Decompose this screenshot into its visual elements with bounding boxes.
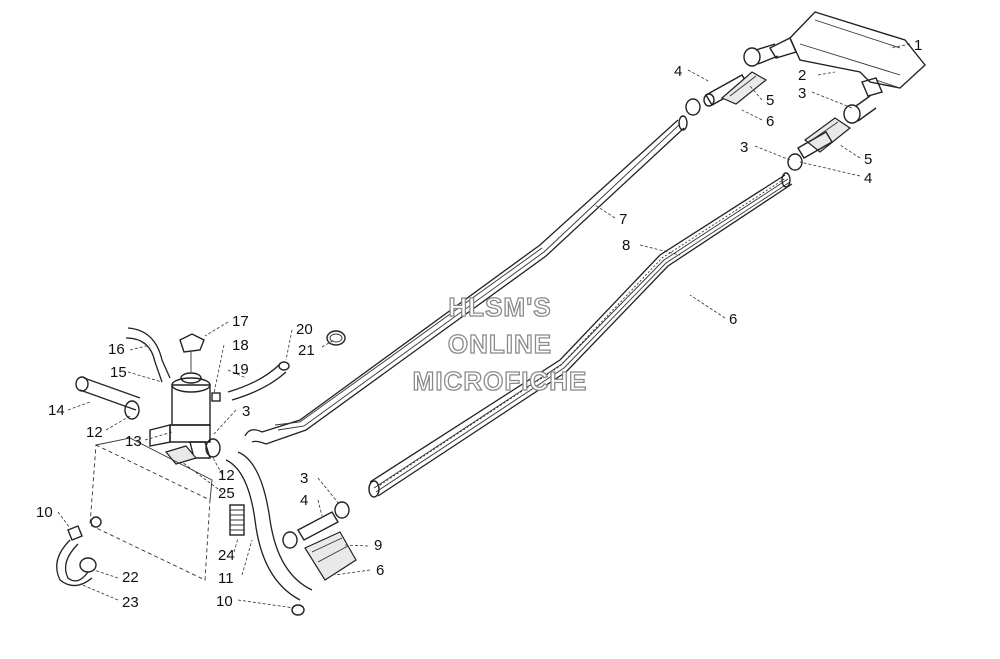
callout-6: 6 <box>376 562 384 579</box>
callout-14: 14 <box>48 402 65 419</box>
callout-11: 11 <box>218 570 234 587</box>
callout-23: 23 <box>122 594 139 611</box>
callout-10: 10 <box>36 504 53 521</box>
tee-fitting <box>149 424 221 459</box>
sleeve-and-bracket-lower <box>787 117 852 171</box>
callout-13: 13 <box>125 433 142 450</box>
tank <box>89 437 213 581</box>
callout-6: 6 <box>766 113 774 130</box>
callout-19: 19 <box>232 361 249 378</box>
heat-exchanger-tube-lower <box>368 172 793 498</box>
callout-4: 4 <box>674 63 682 80</box>
callout-2: 2 <box>798 67 806 84</box>
callout-12: 12 <box>218 467 235 484</box>
callout-22: 22 <box>122 569 139 586</box>
hose-left <box>75 376 141 420</box>
callout-21: 21 <box>298 342 315 359</box>
callout-3: 3 <box>740 139 748 156</box>
sleeve-and-bracket-upper <box>685 71 768 116</box>
spring-24 <box>229 504 245 536</box>
callout-5: 5 <box>864 151 872 168</box>
coupling-stub-upper <box>743 43 877 124</box>
callout-18: 18 <box>232 337 249 354</box>
callout-3: 3 <box>242 403 250 420</box>
callout-1: 1 <box>914 37 922 54</box>
bracket-lower <box>304 531 357 581</box>
hose-23 <box>56 525 97 587</box>
coupling-lower <box>282 501 350 549</box>
callout-15: 15 <box>110 364 127 381</box>
callout-3: 3 <box>798 85 806 102</box>
callout-5: 5 <box>766 92 774 109</box>
callout-4: 4 <box>864 170 872 187</box>
callout-10: 10 <box>216 593 233 610</box>
watermark-line-1: HLSM'S <box>448 292 551 322</box>
callout-3: 3 <box>300 470 308 487</box>
callout-7: 7 <box>619 211 627 228</box>
callout-8: 8 <box>622 237 630 254</box>
hose-16 <box>125 327 171 383</box>
callout-20: 20 <box>296 321 313 338</box>
watermark-line-2: ONLINE <box>448 329 552 359</box>
heat-exchanger-plate <box>769 11 926 97</box>
callout-4: 4 <box>300 492 308 509</box>
callout-24: 24 <box>218 547 235 564</box>
callout-12: 12 <box>86 424 103 441</box>
leader-lines <box>57 43 911 609</box>
hose-11 <box>225 451 313 616</box>
callout-9: 9 <box>374 537 382 554</box>
callout-25: 25 <box>218 485 235 502</box>
callout-17: 17 <box>232 313 249 330</box>
heat-exchanger-tube-upper <box>244 115 688 445</box>
coolant-bottle <box>171 333 221 426</box>
watermark-line-3: MICROFICHE <box>413 366 588 396</box>
hose-19 <box>227 330 346 401</box>
callout-6: 6 <box>729 311 737 328</box>
callout-16: 16 <box>108 341 125 358</box>
